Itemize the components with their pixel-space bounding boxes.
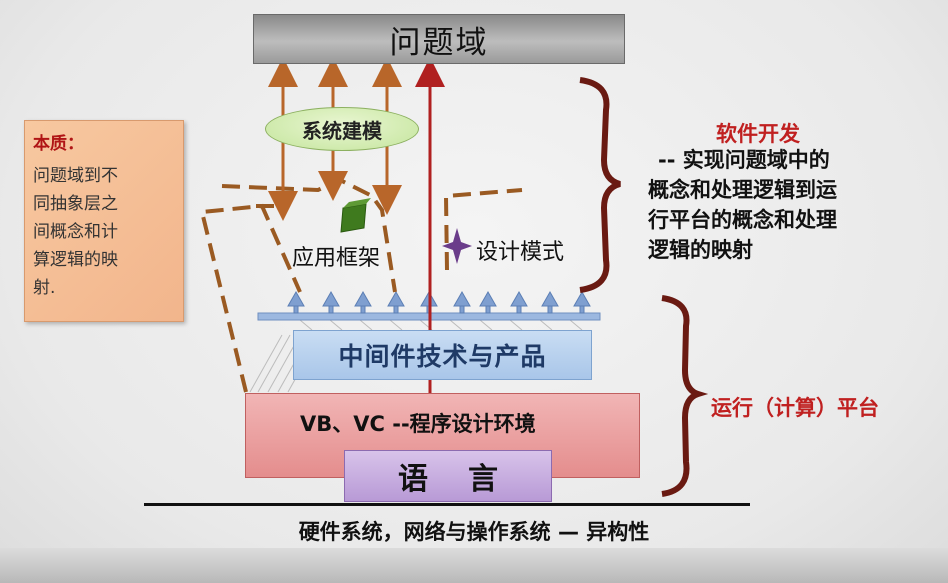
essence-line: 同抽象层之 [33,194,118,214]
design-pattern-star-icon [442,228,472,264]
essence-note: 本质： 问题域到不 同抽象层之 间概念和计 算逻辑的映 射. [24,120,184,322]
software-dev-brace [579,77,621,293]
bottom-band [0,548,948,583]
essence-line: 射. [33,278,56,298]
problem-domain-box: 问题域 [253,14,625,64]
programming-environment-label: VB、VC --程序设计环境 [300,412,536,436]
software-dev-title: 软件开发 [716,122,800,146]
hardware-os-label: 硬件系统，网络与操作系统 — 异构性 [298,520,650,544]
framework-cube-icon [340,198,371,233]
system-modeling-ellipse: 系统建模 [265,107,419,151]
software-dev-description: -- 实现问题域中的 概念和处理逻辑到运 行平台的概念和处理 逻辑的映射 [648,145,928,265]
language-box: 语言 [344,450,552,502]
essence-line: 间概念和计 [33,222,118,242]
runtime-platform-label: 运行（计算）平台 [711,396,879,420]
essence-title: 本质： [33,134,84,154]
software-dev-line: 概念和处理逻辑到运 [648,178,837,202]
middleware-box: 中间件技术与产品 [293,330,592,380]
essence-body: 问题域到不 同抽象层之 间概念和计 算逻辑的映 射. [33,162,175,302]
runtime-brace [661,295,709,497]
up-arrows [287,290,591,314]
software-dev-line: 行平台的概念和处理 [648,208,837,232]
design-pattern-label: 设计模式 [476,240,565,265]
essence-line: 问题域到不 [33,166,118,186]
software-dev-line: 逻辑的映射 [648,238,753,262]
framework-label: 应用框架 [292,246,381,271]
software-dev-line: -- 实现问题域中的 [658,148,830,172]
essence-line: 算逻辑的映 [33,250,118,270]
hardware-baseline [144,503,750,506]
